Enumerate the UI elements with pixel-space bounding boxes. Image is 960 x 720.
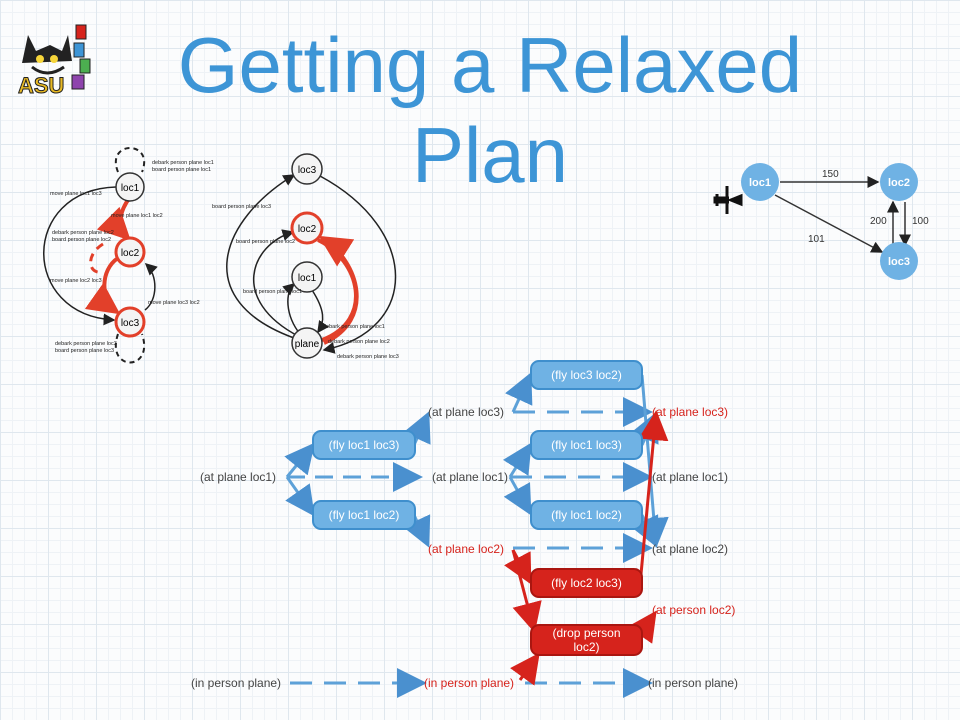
cost-3-2: 200: [870, 216, 887, 227]
left-node-loc1: loc1: [121, 183, 140, 194]
loop-loc1: [114, 147, 146, 173]
label-debark-loc3: debark person plane loc3: [55, 341, 117, 347]
fact-l2-at-person-loc2: (at person loc2): [652, 603, 736, 617]
fact-l0-at-plane-loc1: (at plane loc1): [200, 470, 277, 484]
label-move-1-2: move plane loc1 loc2: [111, 213, 163, 219]
edge-loc2-loc3: [84, 256, 121, 315]
label-mid-board-loc1: board person plane loc1: [243, 289, 302, 295]
edge-fly12-at2: [402, 514, 431, 548]
cost-1-2: 150: [822, 169, 839, 180]
mid-node-plane: plane: [295, 339, 320, 350]
logo-text: ASU: [18, 73, 64, 98]
map-node-loc2: loc2: [888, 177, 910, 189]
edge-loc3-loc2: [144, 262, 158, 311]
cost-1-3: 101: [808, 234, 825, 245]
label-board-loc2: board person plane loc2: [52, 237, 111, 243]
block-purple-icon: [71, 74, 85, 90]
label-move-1-3: move plane loc1 loc3: [50, 191, 102, 197]
action-l1-drop-person-loc2: (drop person loc2): [530, 624, 643, 656]
edge-board-red-loc2: [318, 235, 359, 345]
asu-logo: ASU: [18, 24, 91, 99]
edge-board-loc3: [226, 174, 296, 339]
fact-l1-at-plane-loc3: (at plane loc3): [428, 405, 505, 419]
fact-l2-in-person-plane: (in person plane): [648, 676, 739, 690]
label-debark-loc2: debark person plane loc2: [52, 230, 114, 236]
edge-l0-fly13: [284, 442, 315, 478]
slide-title: Getting a Relaxed Plan: [177, 21, 803, 199]
edge-at3-fly32: [505, 372, 533, 413]
label-board-loc1: board person plane loc1: [152, 167, 211, 173]
block-red-icon: [75, 24, 87, 40]
edge-at1-fly13: [502, 442, 532, 478]
label-mid-debark-loc3: debark person plane loc3: [337, 354, 399, 360]
label-mid-board-loc2: board person plane loc2: [236, 239, 295, 245]
devil-icon: [22, 35, 72, 75]
edge-board-loc1: [282, 283, 301, 335]
edge-board-loc2: [253, 229, 299, 337]
edge-loc1-loc3: [43, 186, 117, 326]
fact-l2-at-plane-loc2: (at plane loc2): [652, 542, 729, 556]
loop-loc2: [89, 242, 104, 274]
edge-fly13-at3: [403, 411, 431, 446]
fact-l2-at-plane-loc3: (at plane loc3): [652, 405, 729, 419]
label-board-loc3: board person plane loc3: [55, 348, 114, 354]
loop-loc3: [114, 333, 146, 364]
map-node-loc3: loc3: [888, 256, 910, 268]
map-node-loc1: loc1: [749, 177, 771, 189]
label-debark-loc1: debark person plane loc1: [152, 160, 214, 166]
mid-node-loc3: loc3: [298, 165, 317, 176]
mid-node-loc2: loc2: [298, 224, 317, 235]
edge-at1-fly12: [503, 476, 532, 516]
mid-node-loc1: loc1: [298, 273, 317, 284]
airplane-icon: [713, 186, 743, 214]
edge-fly23-at3: [638, 410, 669, 586]
action-l1-fly-loc1-loc3: (fly loc1 loc3): [530, 430, 643, 460]
edge-in-drop: [510, 652, 540, 686]
label-move-2-3: move plane loc2 loc3: [50, 278, 102, 284]
left-node-loc3: loc3: [121, 318, 140, 329]
label-mid-debark-loc2: debark person plane loc2: [328, 339, 390, 345]
action-l0-fly-loc1-loc3: (fly loc1 loc3): [312, 430, 416, 460]
fact-l2-at-plane-loc1: (at plane loc1): [652, 470, 729, 484]
action-l1-fly-loc2-loc3: (fly loc2 loc3): [530, 568, 643, 598]
left-node-loc2: loc2: [121, 248, 140, 259]
edge-debark-loc3: [319, 175, 397, 354]
label-move-3-2: move plane loc3 loc2: [148, 300, 200, 306]
edge-debark-loc1: [311, 289, 329, 334]
edge-at2-drop: [511, 549, 542, 633]
label-mid-debark-loc1: debark person plane loc1: [323, 324, 385, 330]
fact-l1-at-plane-loc1: (at plane loc1): [432, 470, 509, 484]
fact-l1-at-plane-loc2: (at plane loc2): [428, 542, 505, 556]
fact-l1-in-person-plane: (in person plane): [424, 676, 515, 690]
fact-l0-in-person-plane: (in person plane): [191, 676, 282, 690]
action-l1-fly-loc3-loc2: (fly loc3 loc2): [530, 360, 643, 390]
action-l1-fly-loc1-loc2: (fly loc1 loc2): [530, 500, 643, 530]
block-blue-icon: [73, 42, 85, 58]
edge-fly12-at2-2: [630, 514, 659, 548]
label-mid-board-loc3: board person plane loc3: [212, 204, 271, 210]
edge-loc1-loc2: [96, 198, 131, 241]
cost-2-3: 100: [912, 216, 929, 227]
block-green-icon: [79, 58, 91, 74]
edge-l0-fly12: [285, 476, 315, 517]
action-l0-fly-loc1-loc2: (fly loc1 loc2): [312, 500, 416, 530]
